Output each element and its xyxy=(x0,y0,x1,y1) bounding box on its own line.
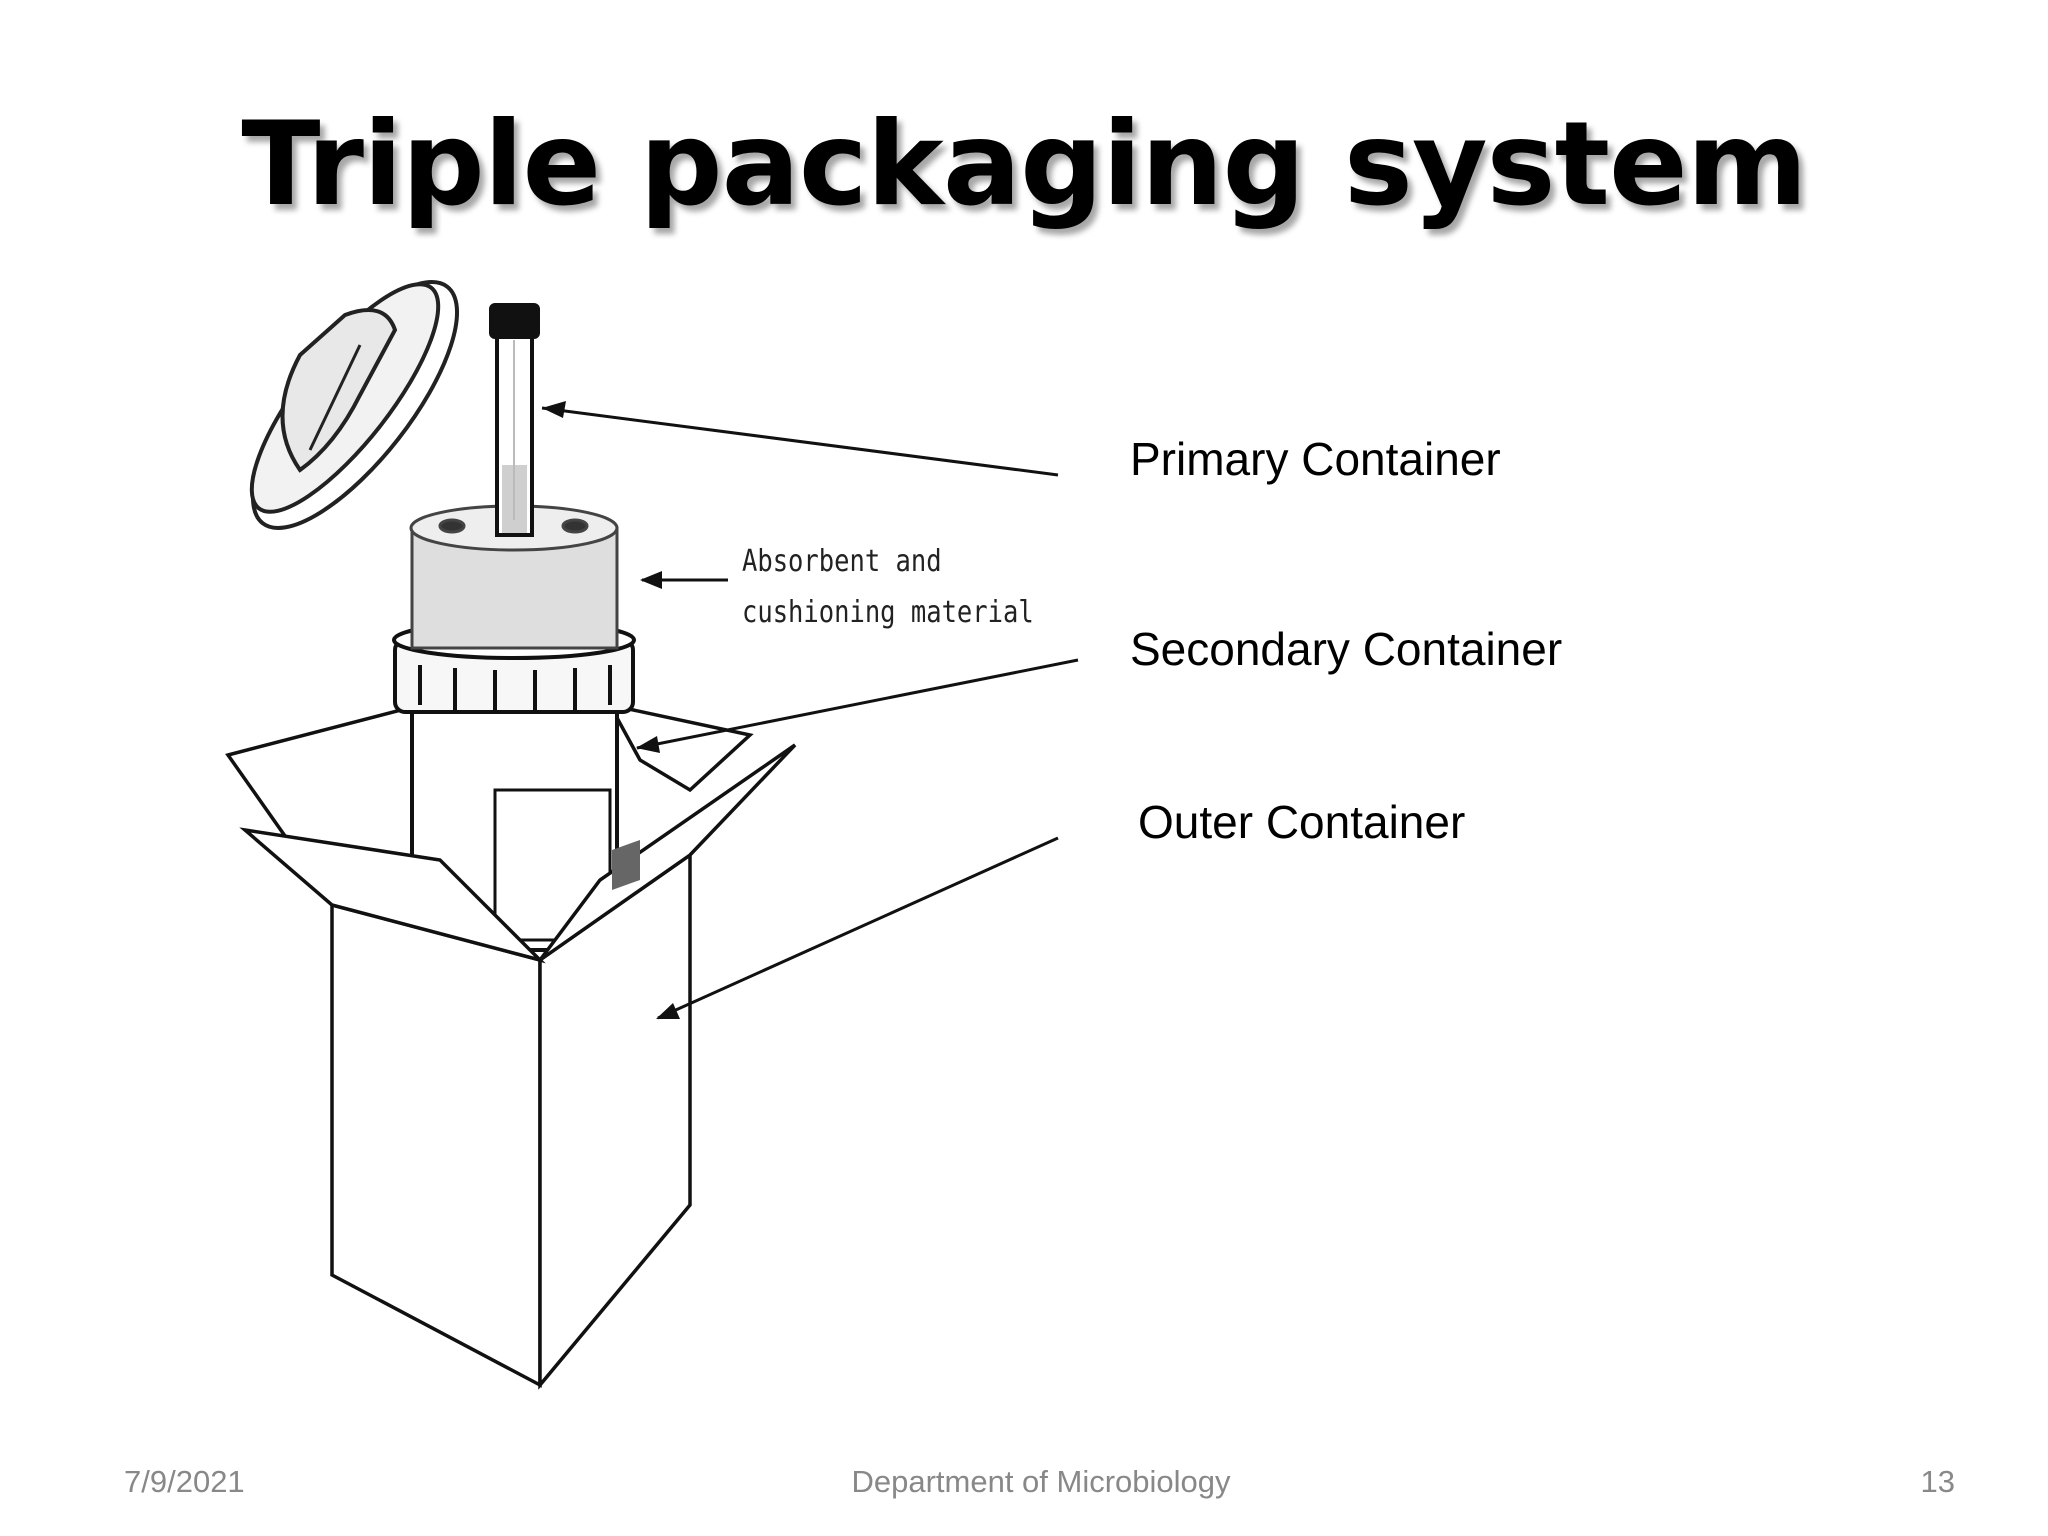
arrow-primary-head xyxy=(542,401,566,418)
container-lid xyxy=(249,280,460,530)
label-secondary-container: Secondary Container xyxy=(1130,623,1563,675)
label-absorbent-line2: cushioning material xyxy=(742,595,1034,630)
arrow-primary xyxy=(541,406,1059,477)
arrow-secondary-head xyxy=(636,736,660,753)
arrow-absorbent-head xyxy=(640,571,662,589)
outer-box-front xyxy=(239,743,797,1390)
arrow-secondary xyxy=(636,658,1079,750)
primary-container xyxy=(489,303,540,537)
arrow-outer xyxy=(657,836,1059,1020)
label-absorbent-line1: Absorbent and xyxy=(742,544,942,579)
absorbent-material xyxy=(409,504,619,650)
footer-department: Department of Microbiology xyxy=(851,1464,1231,1499)
slide-title: Triple packaging system xyxy=(241,97,1807,232)
footer-date: 7/9/2021 xyxy=(124,1464,245,1499)
label-primary-container: Primary Container xyxy=(1130,433,1501,485)
arrow-outer-head xyxy=(656,1003,680,1019)
label-outer-container: Outer Container xyxy=(1138,796,1466,848)
footer-page-number: 13 xyxy=(1920,1464,1955,1499)
